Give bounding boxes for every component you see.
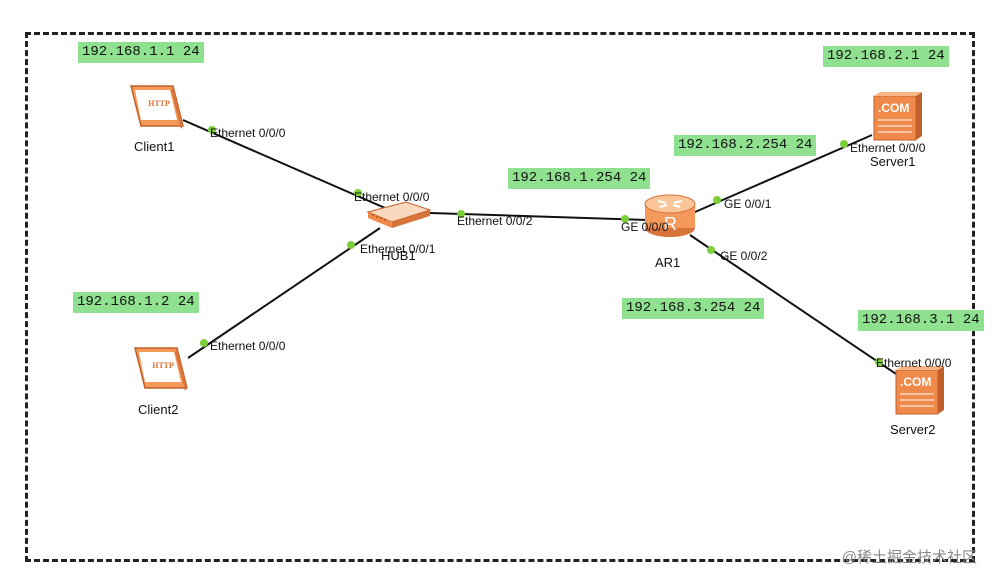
port-dot-server1 xyxy=(840,140,848,148)
server1-server-icon[interactable]: .COM xyxy=(870,90,926,147)
server2-badge: .COM xyxy=(900,375,931,389)
link-client2-hub1 xyxy=(187,227,381,359)
ip-label-client2: 192.168.1.2 24 xyxy=(73,292,199,313)
client1-pc-icon[interactable]: HTTP xyxy=(127,82,185,137)
port-label-ar1-ge000: GE 0/0/0 xyxy=(621,220,669,234)
port-label-client2-eth: Ethernet 0/0/0 xyxy=(210,339,286,353)
client2-label: Client2 xyxy=(138,402,179,417)
server1-badge: .COM xyxy=(878,101,909,115)
server2-server-icon[interactable]: .COM xyxy=(892,364,948,421)
server1-label: Server1 xyxy=(870,154,916,169)
ar1-router-icon[interactable]: R xyxy=(642,190,698,245)
port-dot-ar1-ge000 xyxy=(621,215,629,223)
watermark: @稀土掘金技术社区 xyxy=(841,549,977,566)
port-dot-hub-eth001 xyxy=(347,241,355,249)
ip-label-server2: 192.168.3.1 24 xyxy=(858,310,984,331)
link-client1-hub1 xyxy=(182,119,386,209)
client2-badge: HTTP xyxy=(152,361,175,370)
port-label-ar1-ge001: GE 0/0/1 xyxy=(724,197,772,211)
ip-label-ar1-ge002: 192.168.3.254 24 xyxy=(622,298,765,319)
port-dot-server2 xyxy=(875,358,883,366)
port-dot-hub-eth000 xyxy=(354,189,362,197)
port-dot-client1 xyxy=(208,126,216,134)
client1-badge: HTTP xyxy=(148,99,171,108)
ar1-label: AR1 xyxy=(655,255,681,270)
port-label-server2-eth: Ethernet 0/0/0 xyxy=(876,356,952,370)
port-dot-ar1-ge001 xyxy=(713,196,721,204)
hub1-hub-icon[interactable] xyxy=(362,198,434,237)
port-label-client1-eth: Ethernet 0/0/0 xyxy=(210,126,286,140)
client2-pc-icon[interactable]: HTTP xyxy=(131,344,189,399)
client1-label: Client1 xyxy=(134,139,175,154)
link-hub1-ar1 xyxy=(429,212,649,221)
topology-frame xyxy=(25,32,975,562)
ip-label-ar1-ge000: 192.168.1.254 24 xyxy=(508,168,651,189)
port-label-server1-eth: Ethernet 0/0/0 xyxy=(850,141,926,155)
server2-label: Server2 xyxy=(890,422,936,437)
ip-label-client1: 192.168.1.1 24 xyxy=(78,42,204,63)
port-label-ar1-ge002: GE 0/0/2 xyxy=(720,249,768,263)
link-ar1-server1 xyxy=(694,134,873,213)
hub1-label: HUB1 xyxy=(381,248,416,263)
port-label-hub-eth001: Ethernet 0/0/1 xyxy=(360,242,436,256)
port-dot-client2 xyxy=(200,339,208,347)
port-label-hub-eth002: Ethernet 0/0/2 xyxy=(457,214,533,228)
ip-label-server1: 192.168.2.1 24 xyxy=(823,46,949,67)
ar1-badge: R xyxy=(664,214,677,234)
port-dot-hub-eth002 xyxy=(457,210,465,218)
link-ar1-server2 xyxy=(689,234,903,379)
port-dot-ar1-ge002 xyxy=(707,246,715,254)
ip-label-ar1-ge001: 192.168.2.254 24 xyxy=(674,135,817,156)
port-label-hub-eth000: Ethernet 0/0/0 xyxy=(354,190,430,204)
